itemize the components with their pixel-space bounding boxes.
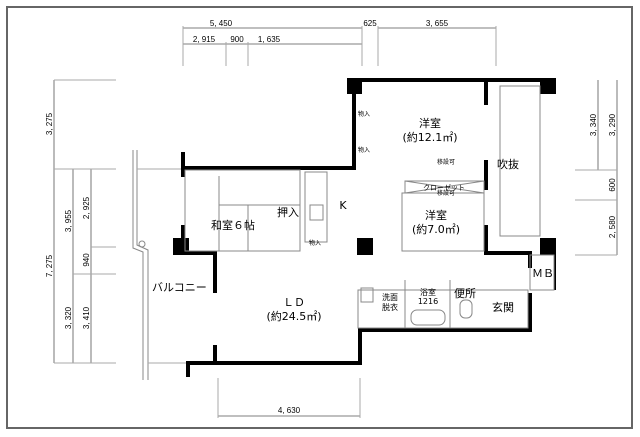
dim-5450: 5, 450: [210, 19, 233, 28]
mb-label: ＭＢ: [532, 267, 554, 280]
bottom-dimension: 4, 630: [217, 378, 361, 418]
dim-940: 940: [82, 253, 91, 267]
oshiire-label: 押入: [277, 205, 299, 219]
western-room-1-label: 洋室: [419, 116, 441, 130]
dim-3955: 3, 955: [64, 209, 73, 232]
dim-3655: 3, 655: [426, 19, 449, 28]
western-room-2-label: 洋室: [425, 208, 447, 222]
dim-3290: 3, 290: [608, 113, 617, 136]
western-room-2-area: (約7.0㎡): [412, 222, 460, 236]
dim-2915: 2, 915: [193, 35, 216, 44]
closet-label: クローゼット: [423, 183, 465, 192]
left-dimensions: 3, 275 7, 275 3, 955 3, 320 2, 925 940 3…: [45, 79, 116, 364]
dim-3410: 3, 410: [82, 306, 91, 329]
japanese-room-label: 和室６帖: [211, 218, 255, 232]
storage-label-2: 物入: [358, 146, 370, 154]
dim-3320: 3, 320: [64, 306, 73, 329]
bath-size: 1216: [418, 297, 438, 306]
storage-label-1: 物入: [358, 110, 370, 118]
top-dimensions: 5, 450 625 3, 655 2, 915 900 1, 635: [182, 19, 497, 66]
bath-label: 浴室: [420, 287, 436, 297]
dim-4630: 4, 630: [278, 406, 301, 415]
movable-wall-label-2: 移設可: [437, 189, 455, 197]
balcony: [132, 150, 186, 380]
fukinuke-label: 吹抜: [497, 157, 519, 171]
movable-wall-label-1: 移設可: [437, 158, 455, 166]
dim-600: 600: [608, 178, 617, 192]
dim-2580: 2, 580: [608, 215, 617, 238]
ld-label: ＬＤ: [283, 296, 305, 309]
dim-3275: 3, 275: [45, 112, 54, 135]
dim-1635: 1, 635: [258, 35, 281, 44]
toilet-label: 便所: [454, 287, 476, 300]
kitchen-label: K: [339, 199, 347, 212]
dim-900: 900: [230, 35, 244, 44]
balcony-label: バルコニー: [152, 281, 207, 294]
storage-label-3: 物入: [309, 239, 321, 247]
room-labels: 洋室 (約12.1㎡) 洋室 (約7.0㎡) 和室６帖 押入 K ＬＤ (約24…: [152, 110, 554, 323]
ld-area: (約24.5㎡): [266, 309, 321, 323]
dim-625: 625: [363, 19, 377, 28]
dim-3340: 3, 340: [589, 113, 598, 136]
frame: [6, 6, 633, 429]
dim-2925: 2, 925: [82, 196, 91, 219]
entrance-label: 玄関: [492, 300, 514, 314]
washroom-label-1: 洗面: [382, 292, 398, 302]
washroom-label-2: 脱衣: [382, 302, 398, 312]
interior-lines: [184, 85, 555, 329]
western-room-1-area: (約12.1㎡): [402, 130, 457, 144]
dim-7275: 7, 275: [45, 254, 54, 277]
right-dimensions: 3, 340 3, 290 600 2, 580: [575, 80, 618, 256]
